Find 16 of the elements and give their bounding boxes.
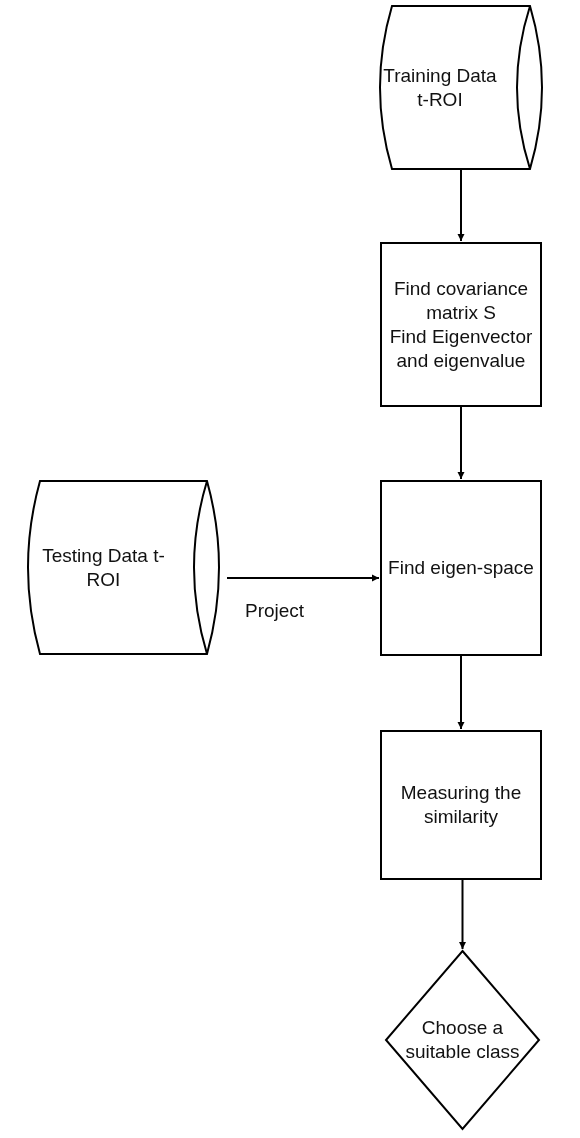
node-label: Find eigen-space	[388, 556, 534, 580]
arrow	[226, 574, 380, 582]
arrow	[457, 655, 465, 730]
node-label: Find Eigenvector and eigenvalue	[388, 324, 534, 373]
process-box	[380, 480, 542, 656]
process-box	[380, 730, 542, 880]
node-label: Measuring the similarity	[399, 781, 523, 829]
node-label: Choose a suitable class	[404, 1016, 521, 1064]
process-box	[380, 242, 542, 407]
arrow	[457, 169, 465, 242]
arrow	[457, 406, 465, 480]
node-label: Find covariance matrix S	[392, 276, 530, 325]
decision-diamond	[385, 950, 540, 1130]
node-label: Testing Data t-ROI	[41, 543, 166, 592]
node-label: Training Data t-ROI	[382, 63, 498, 112]
arrow	[459, 879, 466, 950]
